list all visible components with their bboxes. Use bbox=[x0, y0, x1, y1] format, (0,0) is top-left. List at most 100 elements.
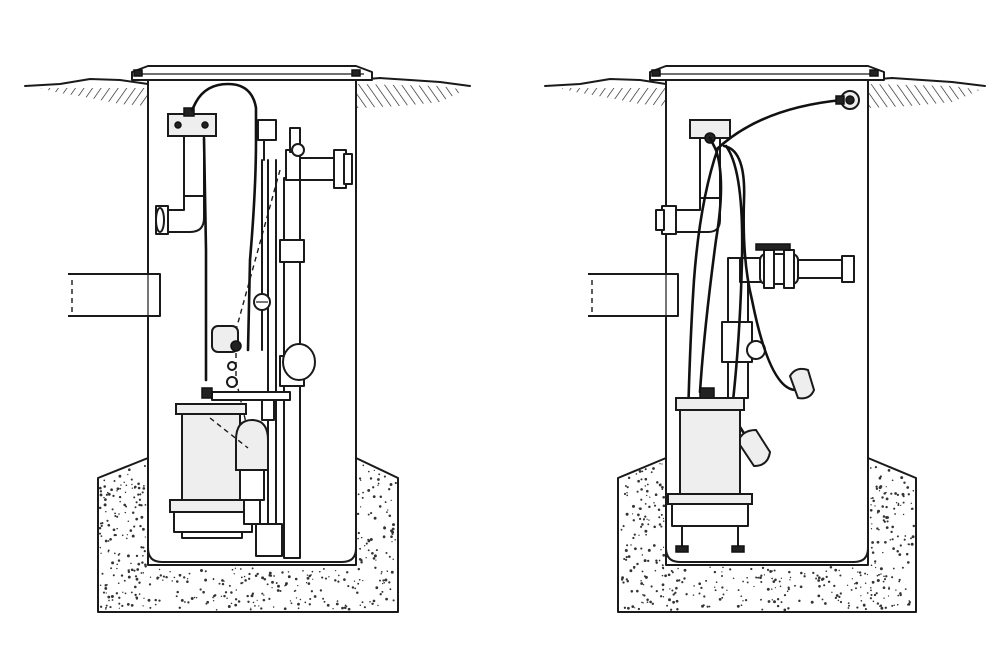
concrete-speckle bbox=[260, 607, 263, 610]
inlet-pipe-left bbox=[68, 273, 161, 317]
concrete-speckle bbox=[390, 535, 393, 539]
concrete-speckle bbox=[846, 584, 849, 586]
concrete-speckle bbox=[810, 600, 814, 604]
concrete-speckle bbox=[894, 513, 897, 515]
concrete-speckle bbox=[383, 475, 386, 478]
concrete-speckle bbox=[637, 513, 640, 517]
concrete-speckle bbox=[721, 586, 724, 589]
concrete-speckle bbox=[698, 582, 702, 586]
concrete-speckle bbox=[737, 589, 740, 592]
concrete-speckle bbox=[671, 589, 674, 592]
concrete-speckle bbox=[125, 505, 128, 508]
sewage-pump-left bbox=[169, 387, 283, 557]
concrete-speckle bbox=[851, 578, 853, 580]
concrete-speckle bbox=[904, 588, 907, 590]
concrete-speckle bbox=[885, 516, 889, 519]
concrete-speckle bbox=[119, 500, 121, 503]
concrete-speckle bbox=[117, 582, 120, 585]
concrete-speckle bbox=[343, 578, 346, 581]
concrete-speckle bbox=[896, 493, 900, 497]
concrete-speckle bbox=[263, 594, 265, 596]
concrete-speckle bbox=[354, 587, 357, 590]
concrete-speckle bbox=[893, 604, 895, 606]
concrete-speckle bbox=[258, 605, 260, 607]
concrete-speckle bbox=[254, 605, 256, 607]
concrete-speckle bbox=[766, 568, 770, 571]
concrete-speckle bbox=[358, 558, 362, 561]
concrete-speckle bbox=[882, 580, 885, 583]
concrete-speckle bbox=[855, 587, 857, 590]
concrete-speckle bbox=[105, 592, 107, 594]
concrete-speckle bbox=[135, 554, 139, 558]
concrete-speckle bbox=[763, 574, 766, 576]
concrete-speckle bbox=[252, 601, 255, 604]
concrete-speckle bbox=[361, 496, 364, 499]
concrete-speckle bbox=[127, 520, 130, 522]
concrete-speckle bbox=[369, 600, 371, 603]
concrete-speckle bbox=[126, 554, 130, 558]
concrete-speckle bbox=[638, 534, 640, 536]
concrete-speckle bbox=[761, 608, 764, 611]
concrete-speckle bbox=[907, 493, 910, 496]
concrete-speckle bbox=[140, 572, 143, 574]
float-cord-right-b bbox=[722, 144, 798, 392]
concrete-speckle bbox=[681, 581, 684, 584]
concrete-speckle bbox=[103, 485, 106, 488]
concrete-speckle bbox=[360, 479, 362, 481]
concrete-speckle bbox=[311, 570, 314, 573]
concrete-speckle bbox=[662, 520, 665, 522]
concrete-speckle bbox=[632, 519, 635, 522]
concrete-speckle bbox=[655, 561, 658, 565]
concrete-speckle bbox=[892, 547, 895, 550]
concrete-speckle bbox=[660, 513, 663, 516]
concrete-speckle bbox=[892, 567, 895, 570]
concrete-speckle bbox=[188, 572, 191, 575]
concrete-speckle bbox=[105, 604, 108, 607]
concrete-speckle bbox=[654, 569, 657, 572]
concrete-speckle bbox=[721, 571, 723, 573]
concrete-speckle bbox=[887, 595, 890, 597]
concrete-speckle bbox=[661, 486, 664, 489]
concrete-speckle bbox=[128, 468, 131, 472]
concrete-speckle bbox=[388, 581, 391, 584]
concrete-speckle bbox=[284, 585, 286, 587]
concrete-speckle bbox=[889, 539, 892, 541]
concrete-speckle bbox=[636, 589, 639, 593]
concrete-speckle bbox=[221, 579, 224, 582]
concrete-speckle bbox=[659, 483, 662, 486]
concrete-speckle bbox=[641, 601, 643, 604]
concrete-speckle bbox=[910, 502, 913, 505]
concrete-speckle bbox=[668, 598, 671, 602]
concrete-speckle bbox=[672, 593, 675, 596]
power-cord-left bbox=[190, 82, 258, 352]
concrete-speckle bbox=[304, 601, 307, 604]
float-cord-right-a bbox=[714, 98, 852, 152]
concrete-speckle bbox=[360, 536, 363, 539]
concrete-speckle bbox=[640, 478, 643, 481]
concrete-speckle bbox=[653, 525, 656, 527]
concrete-speckle bbox=[902, 501, 905, 504]
concrete-speckle bbox=[884, 606, 887, 609]
concrete-speckle bbox=[640, 582, 644, 585]
concrete-speckle bbox=[893, 507, 896, 510]
concrete-speckle bbox=[357, 531, 360, 535]
concrete-speckle bbox=[176, 590, 179, 594]
concrete-speckle bbox=[870, 564, 873, 567]
concrete-speckle bbox=[783, 594, 787, 597]
concrete-speckle bbox=[271, 586, 273, 589]
concrete-speckle bbox=[641, 523, 644, 526]
concrete-speckle bbox=[622, 581, 625, 584]
concrete-speckle bbox=[708, 605, 711, 608]
concrete-speckle bbox=[859, 574, 862, 577]
float-switch-lower-left bbox=[211, 325, 242, 388]
concrete-speckle bbox=[651, 602, 654, 605]
concrete-speckle bbox=[112, 528, 116, 532]
concrete-speckle bbox=[313, 595, 317, 598]
concrete-speckle bbox=[886, 520, 889, 523]
concrete-speckle bbox=[895, 589, 897, 591]
concrete-speckle bbox=[870, 497, 872, 500]
concrete-speckle bbox=[895, 502, 898, 504]
concrete-speckle bbox=[874, 560, 877, 563]
concrete-speckle bbox=[271, 580, 274, 584]
concrete-speckle bbox=[703, 595, 706, 598]
